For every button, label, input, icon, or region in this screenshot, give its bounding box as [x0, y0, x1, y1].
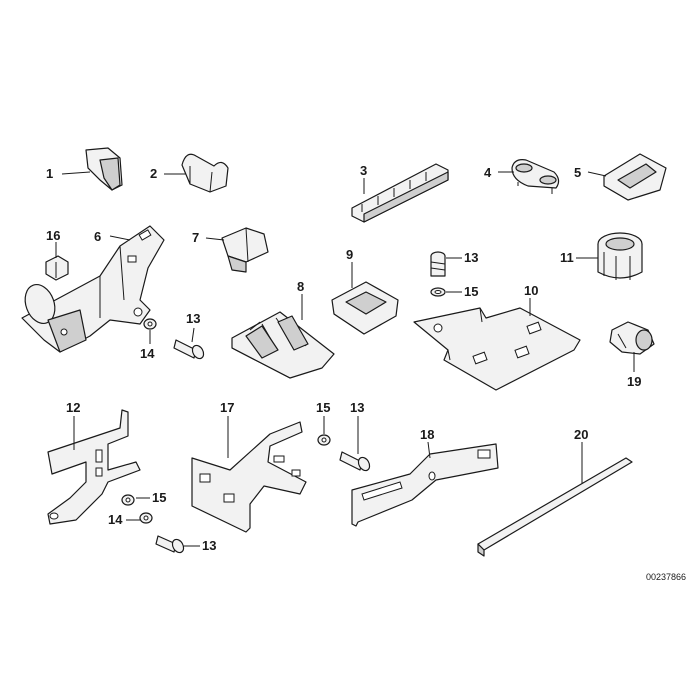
callout-14a: 14 [140, 346, 155, 361]
reference-number: 00237866 [645, 572, 686, 582]
leader-18 [427, 441, 431, 459]
part-7-clip [221, 227, 269, 273]
part-13-screw-right [339, 451, 371, 472]
callout-4: 4 [484, 165, 492, 180]
leader-1 [61, 171, 91, 175]
part-2-spring-clip [181, 153, 229, 193]
callout-15b: 15 [316, 400, 330, 415]
callout-2: 2 [150, 166, 157, 181]
callout-13b: 13 [186, 311, 200, 326]
part-6-bracket [21, 225, 165, 353]
callout-13c: 13 [350, 400, 364, 415]
callout-12: 12 [66, 400, 80, 415]
part-14-washer-mid [143, 318, 157, 330]
callout-7: 7 [192, 230, 199, 245]
callout-13d: 13 [202, 538, 216, 553]
part-10-mounting-plate [413, 307, 581, 391]
part-1-clip [85, 147, 123, 191]
part-9-holder [331, 281, 399, 335]
part-11-grommet [597, 232, 643, 280]
callout-15a: 15 [464, 284, 478, 299]
leader-13b [191, 327, 195, 343]
part-13-screw-top [430, 251, 446, 277]
part-8-cable-guide [231, 311, 335, 379]
callout-18: 18 [420, 427, 434, 442]
callout-10: 10 [524, 283, 538, 298]
part-19-clip [609, 321, 655, 355]
callout-11: 11 [560, 250, 574, 265]
part-14-washer-low [139, 512, 153, 524]
part-13-screw-low [155, 535, 185, 554]
callout-19: 19 [627, 374, 641, 389]
callout-1: 1 [46, 166, 53, 181]
callout-20: 20 [574, 427, 588, 442]
part-3-cable-holder-strip [351, 163, 449, 223]
leader-6 [109, 235, 131, 241]
part-4-twin-clip [511, 159, 560, 194]
leader-7 [205, 237, 225, 241]
callout-14b: 14 [108, 512, 123, 527]
part-13-screw-mid [173, 339, 205, 360]
part-12-bracket [47, 409, 141, 525]
callout-5: 5 [574, 165, 581, 180]
callout-13a: 13 [464, 250, 478, 265]
callout-16: 16 [46, 228, 60, 243]
callout-9: 9 [346, 247, 353, 262]
part-18-strap-bracket [351, 443, 499, 527]
callout-15c: 15 [152, 490, 166, 505]
callout-17: 17 [220, 400, 234, 415]
part-15-washer-mid [317, 434, 331, 446]
part-15-washer-top [430, 287, 446, 297]
part-15-washer-low [121, 494, 135, 506]
leader-5 [587, 171, 607, 177]
callout-6: 6 [94, 229, 101, 244]
part-17-bracket [191, 421, 307, 533]
callout-3: 3 [360, 163, 367, 178]
part-5-cable-clip [603, 153, 667, 201]
part-20-edge-strip [477, 457, 633, 557]
callout-8: 8 [297, 279, 304, 294]
part-16-small-clip [45, 255, 69, 281]
